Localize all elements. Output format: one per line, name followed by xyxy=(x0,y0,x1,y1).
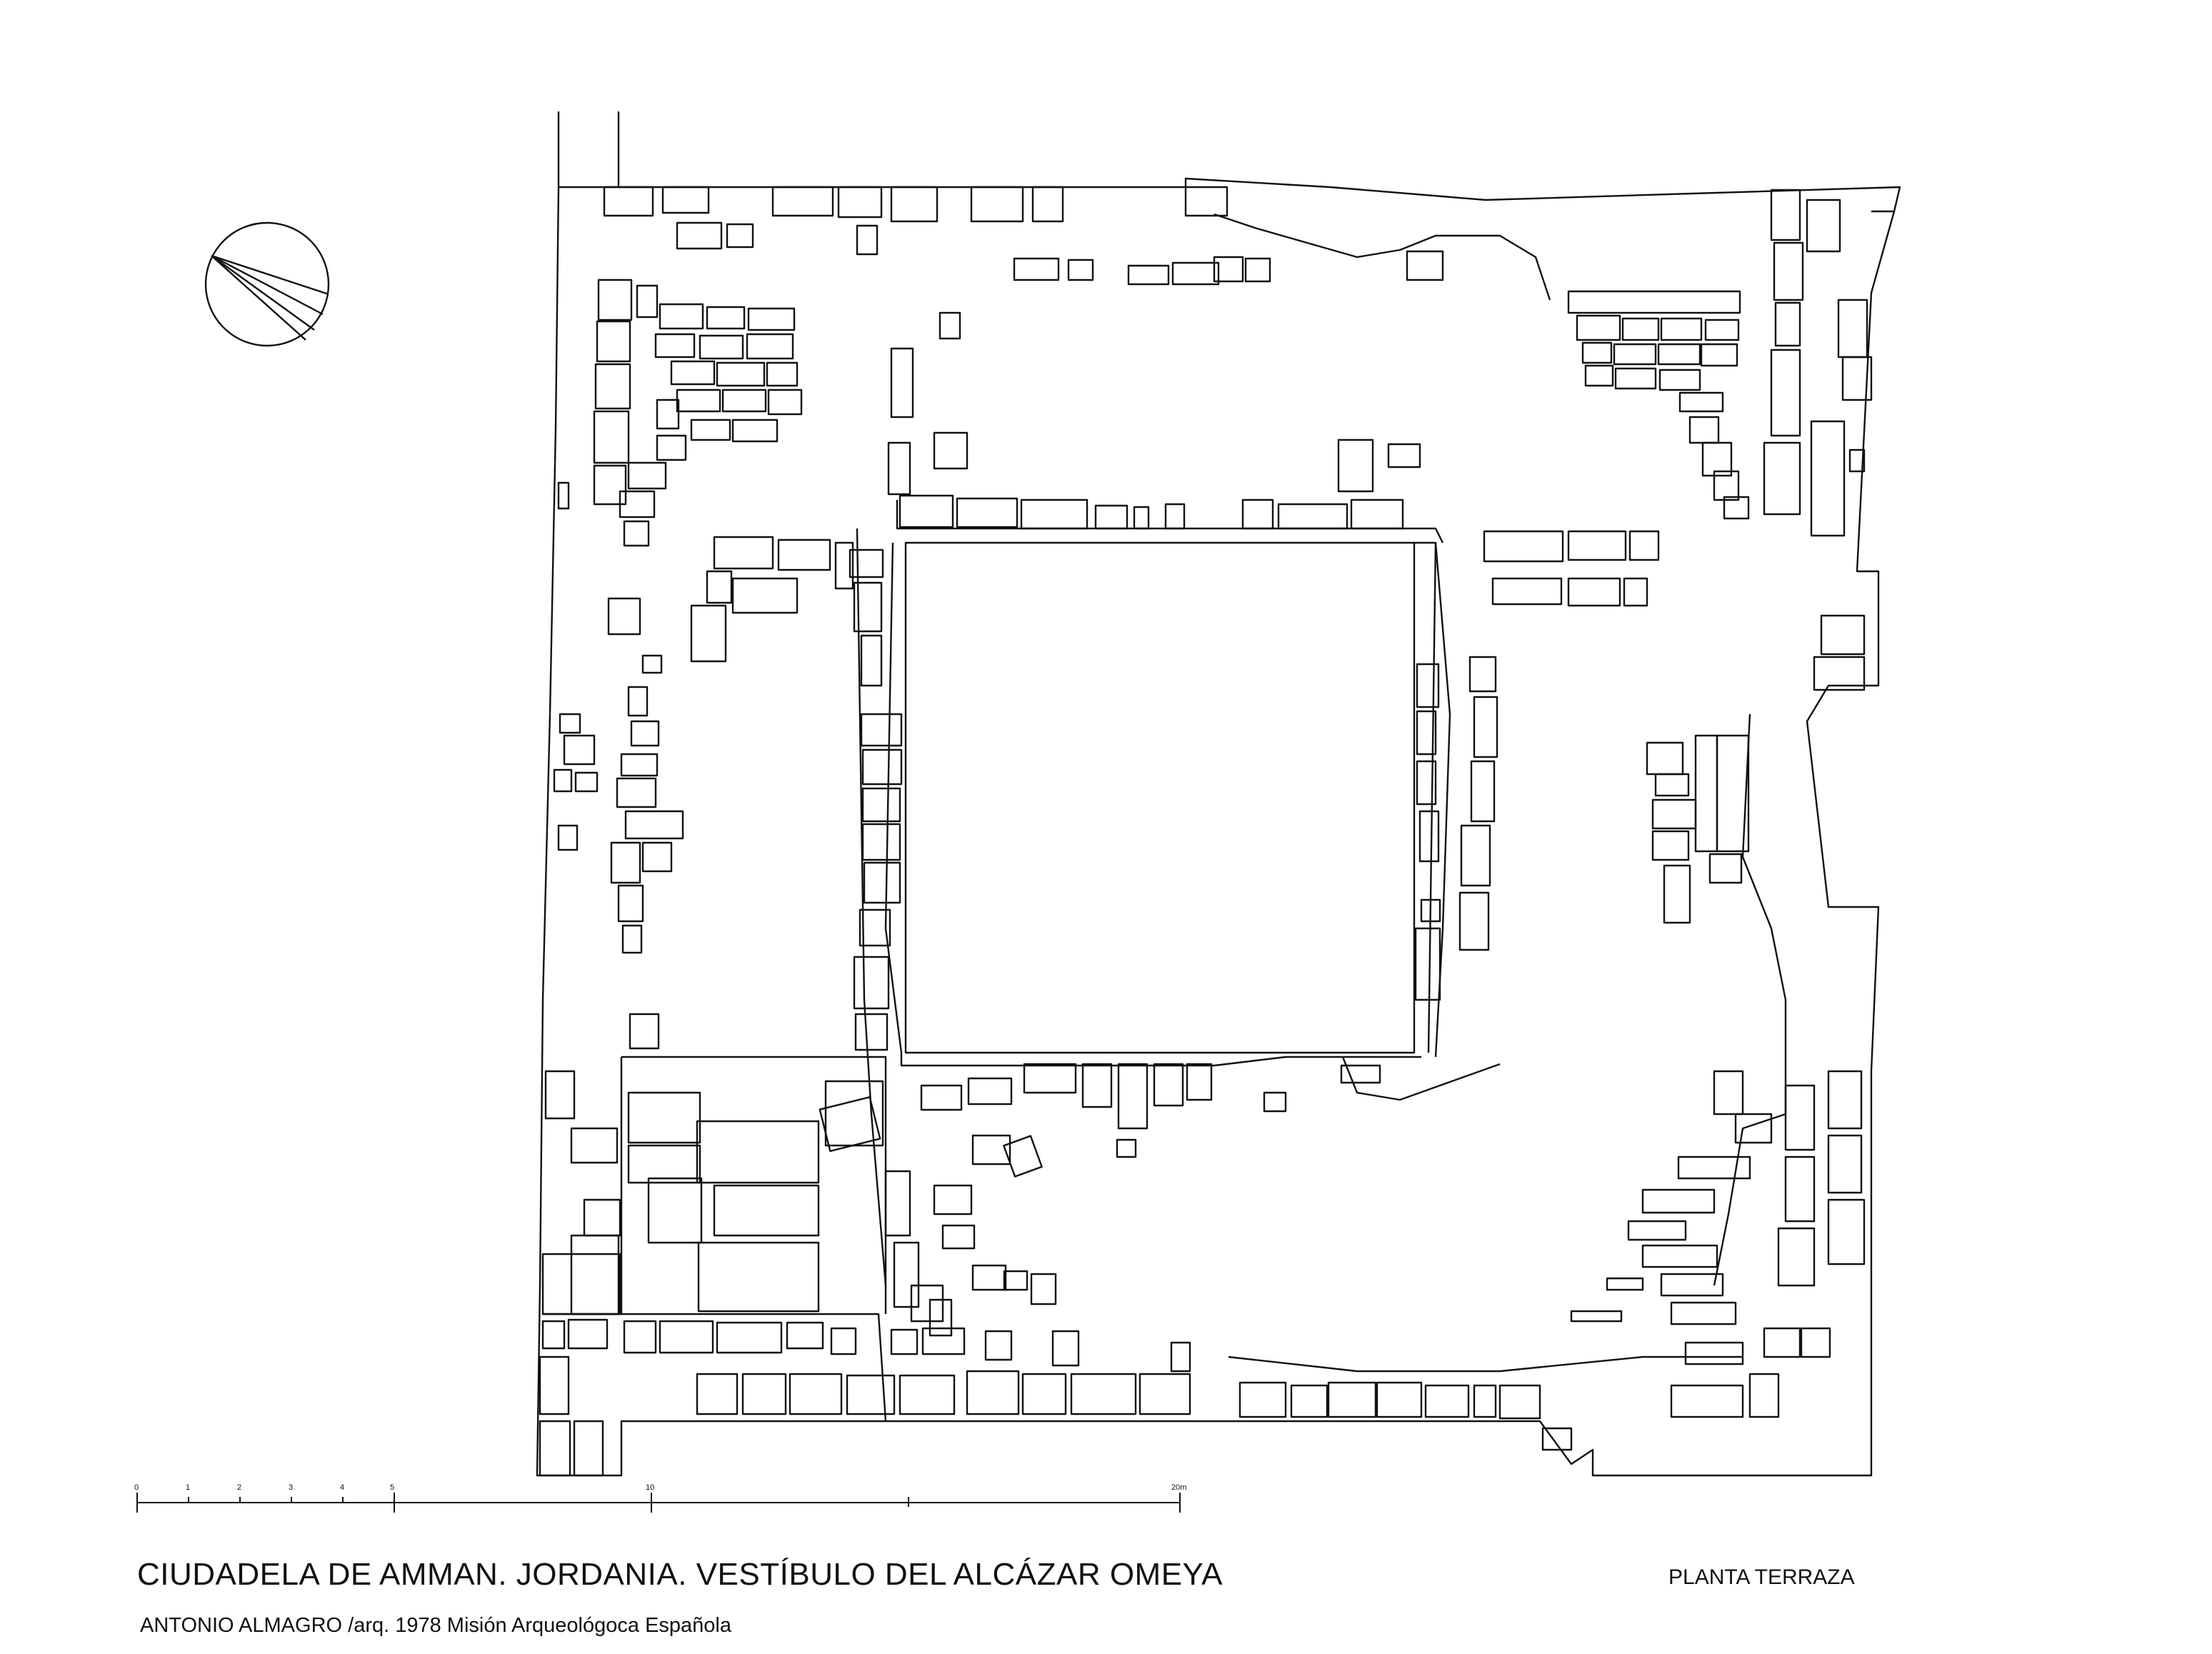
stone-blocks-bottom xyxy=(696,1327,1831,1451)
scale-bar-labels: 0 1 2 3 4 5 10 20m xyxy=(134,1483,1186,1492)
scale-label-5: 5 xyxy=(390,1483,394,1492)
scale-label-20m: 20m xyxy=(1171,1483,1186,1492)
stone-blocks xyxy=(603,186,1444,530)
scale-label-0: 0 xyxy=(134,1483,139,1492)
north-compass-icon xyxy=(204,221,330,347)
drawing-credit: ANTONIO ALMAGRO /arq. 1978 Misión Arqueo… xyxy=(140,1614,732,1637)
stone-blocks-lower-left xyxy=(539,1063,1213,1477)
scale-label-3: 3 xyxy=(289,1483,293,1492)
scale-label-4: 4 xyxy=(340,1483,344,1492)
outer-wall xyxy=(536,111,1901,1477)
drawing-subtitle: PLANTA TERRAZA xyxy=(1668,1565,1855,1589)
scale-label-10: 10 xyxy=(646,1483,654,1492)
stone-blocks-left xyxy=(553,279,903,1051)
drawing-title: CIUDADELA DE AMMAN. JORDANIA. VESTÍBULO … xyxy=(137,1557,1223,1592)
scale-label-2: 2 xyxy=(237,1483,241,1492)
inner-walls xyxy=(543,213,1787,1422)
stone-blocks-right xyxy=(1263,189,1873,1325)
central-courtyard xyxy=(904,541,1416,1054)
scale-label-1: 1 xyxy=(186,1483,190,1492)
scale-bar xyxy=(136,1493,1181,1513)
